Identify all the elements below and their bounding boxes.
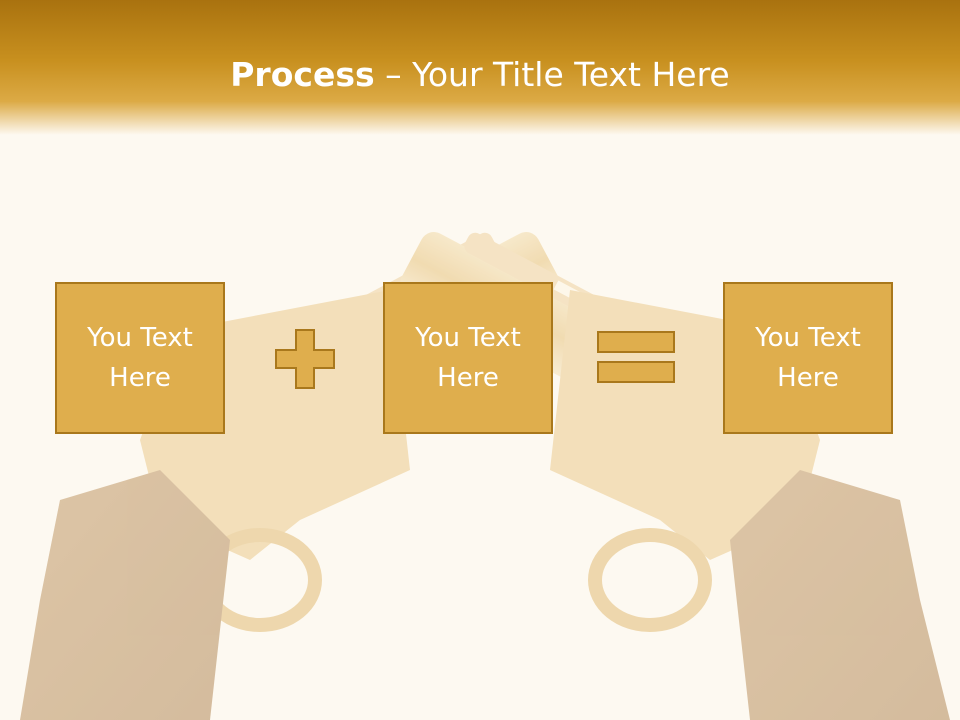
process-box-1[interactable]: You Text Here bbox=[55, 282, 225, 434]
title-bar bbox=[0, 0, 960, 135]
title-bold: Process bbox=[230, 55, 375, 94]
process-box-2-text: You Text Here bbox=[415, 323, 521, 393]
slide-title: Process – Your Title Text Here bbox=[0, 52, 960, 98]
process-box-3[interactable]: You Text Here bbox=[723, 282, 893, 434]
title-rest: – Your Title Text Here bbox=[374, 55, 730, 94]
process-box-2[interactable]: You Text Here bbox=[383, 282, 553, 434]
process-box-3-text: You Text Here bbox=[755, 323, 861, 393]
process-box-1-text: You Text Here bbox=[87, 323, 193, 393]
plus-icon bbox=[275, 329, 335, 389]
equals-icon bbox=[597, 331, 675, 383]
